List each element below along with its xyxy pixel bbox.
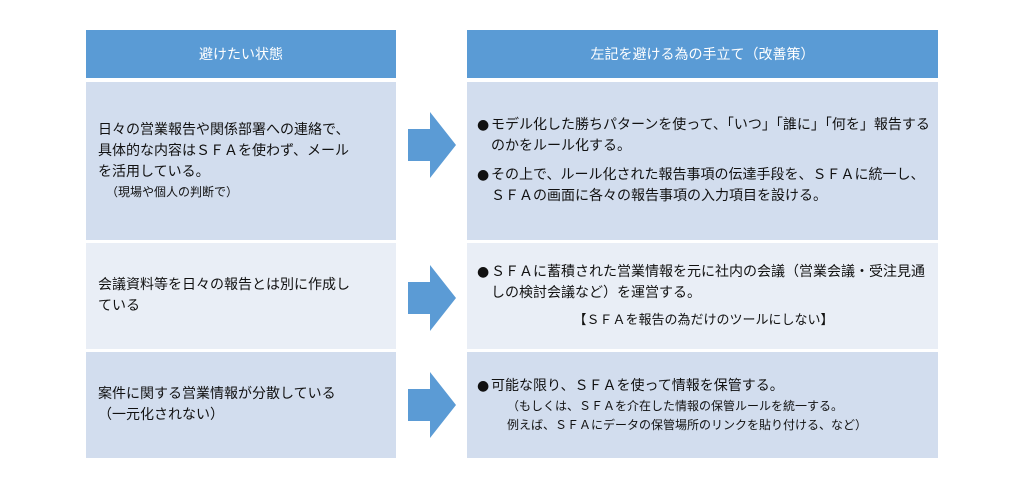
right-arrow-icon xyxy=(408,112,456,178)
row1-bullet-item: ● その上で、ルール化された報告事項の伝達手段を、ＳＦＡに統一し、ＳＦＡの画面に… xyxy=(477,165,930,207)
row2-countermeasures: ● ＳＦＡに蓄積された営業情報を元に社内の会議（営業会議・受注見通しの検討会議な… xyxy=(467,243,938,349)
bullet-dot-icon: ● xyxy=(477,167,490,183)
row2-bullet-item: ● ＳＦＡに蓄積された営業情報を元に社内の会議（営業会議・受注見通しの検討会議な… xyxy=(477,262,930,304)
right-arrow-icon xyxy=(408,372,456,438)
row3-bullet-text: 可能な限り、ＳＦＡを使って情報を保管する。 xyxy=(491,377,784,394)
row2-bullet-text: ＳＦＡに蓄積された営業情報を元に社内の会議（営業会議・受注見通しの検討会議など）… xyxy=(491,263,925,301)
row3-bullet-item: ● 可能な限り、ＳＦＡを使って情報を保管する。 xyxy=(477,376,930,397)
header-countermeasures: 左記を避ける為の手立て（改善策） xyxy=(467,30,938,78)
bullet-dot-icon: ● xyxy=(477,117,490,133)
header-avoid-state: 避けたい状態 xyxy=(86,30,396,78)
header-avoid-state-label: 避けたい状態 xyxy=(199,47,283,63)
row1-bullet-text: その上で、ルール化された報告事項の伝達手段を、ＳＦＡに統一し、ＳＦＡの画面に各々… xyxy=(491,167,925,204)
row1-left-note: （現場や個人の判断で） xyxy=(106,185,239,199)
row3-left-line: 案件に関する営業情報が分散している xyxy=(98,386,336,402)
right-arrow-icon xyxy=(408,265,456,331)
row3-left-line: （一元化されない） xyxy=(98,407,224,423)
row2-emphasis: 【ＳＦＡを報告の為だけのツールにしない】 xyxy=(573,312,834,328)
row2-left-line: 会議資料等を日々の報告とは別に作成し xyxy=(98,277,350,293)
row1-left-line: を活用している。 xyxy=(98,164,210,180)
row1-left-line: 具体的な内容はＳＦＡを使わず、メール xyxy=(98,143,350,159)
row1-avoid-state: 日々の営業報告や関係部署への連絡で、 具体的な内容はＳＦＡを使わず、メール を活… xyxy=(86,82,396,240)
row2-left-line: ている xyxy=(98,298,140,314)
row1-bullet-item: ● モデル化した勝ちパターンを使って、「いつ」「誰に」「何を」報告するのかをルー… xyxy=(477,115,930,157)
row3-avoid-state: 案件に関する営業情報が分散している （一元化されない） xyxy=(86,352,396,458)
row1-bullet-text: モデル化した勝ちパターンを使って、「いつ」「誰に」「何を」報告するのかをルール化… xyxy=(491,117,930,154)
row3-sub-line: （もしくは、ＳＦＡを介在した情報の保管ルールを統一する。 xyxy=(507,398,844,413)
row2-avoid-state: 会議資料等を日々の報告とは別に作成し ている xyxy=(86,243,396,349)
row3-sub-line: 例えば、ＳＦＡにデータの保管場所のリンクを貼り付ける、など） xyxy=(507,417,868,432)
header-countermeasures-label: 左記を避ける為の手立て（改善策） xyxy=(590,47,815,63)
row1-left-line: 日々の営業報告や関係部署への連絡で、 xyxy=(98,122,350,138)
row3-countermeasures: ● 可能な限り、ＳＦＡを使って情報を保管する。 （もしくは、ＳＦＡを介在した情報… xyxy=(467,352,938,458)
bullet-dot-icon: ● xyxy=(477,263,490,280)
bullet-dot-icon: ● xyxy=(477,377,490,394)
row1-countermeasures: ● モデル化した勝ちパターンを使って、「いつ」「誰に」「何を」報告するのかをルー… xyxy=(467,82,938,240)
